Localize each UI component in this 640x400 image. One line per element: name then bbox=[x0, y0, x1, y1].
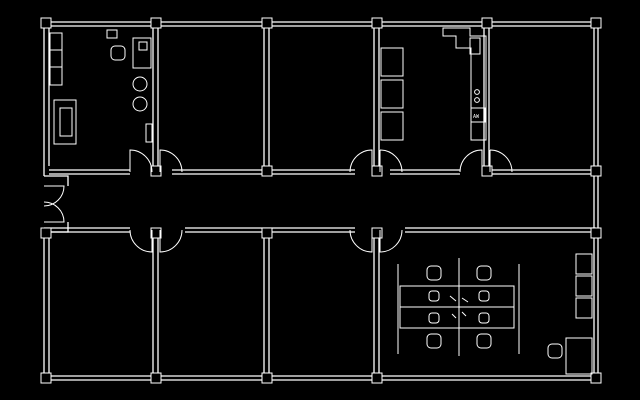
bench-seat bbox=[380, 47, 404, 77]
partition-4-upper bbox=[483, 26, 490, 170]
entry-double-door bbox=[43, 185, 65, 223]
column bbox=[481, 17, 493, 29]
side-cabinet bbox=[565, 337, 593, 375]
partition-2-upper bbox=[263, 26, 270, 170]
office-chair bbox=[428, 290, 440, 302]
bench-seat bbox=[575, 275, 593, 297]
sofa bbox=[49, 32, 63, 86]
column bbox=[590, 165, 602, 177]
partition-3-upper bbox=[373, 26, 380, 170]
office-chair bbox=[476, 265, 492, 281]
column bbox=[371, 17, 383, 29]
door-swing bbox=[459, 149, 483, 173]
column bbox=[590, 372, 602, 384]
column bbox=[261, 17, 273, 29]
kitchen-appliance bbox=[470, 107, 486, 123]
left-wall-upper bbox=[43, 22, 50, 176]
column bbox=[40, 372, 52, 384]
columns bbox=[40, 17, 602, 384]
stove-burner bbox=[474, 97, 480, 103]
office-bottom-right-furniture bbox=[397, 253, 593, 375]
stove-burner bbox=[474, 89, 480, 95]
door-swing bbox=[349, 229, 373, 253]
kitchen-appliance-label: AW bbox=[473, 114, 480, 120]
corridor-entry-frame bbox=[44, 175, 69, 233]
kitchen-counter bbox=[442, 27, 487, 141]
office-chair bbox=[478, 312, 490, 324]
column bbox=[590, 17, 602, 29]
column bbox=[261, 227, 273, 239]
side-table bbox=[145, 123, 153, 143]
office-chair bbox=[478, 290, 490, 302]
armchair bbox=[53, 99, 77, 145]
column bbox=[261, 165, 273, 177]
column bbox=[40, 227, 52, 239]
kitchen-sink bbox=[469, 37, 481, 55]
column bbox=[590, 227, 602, 239]
column bbox=[150, 227, 162, 239]
partition-2-lower bbox=[263, 232, 270, 376]
armchair-seat bbox=[59, 107, 73, 137]
door-swing bbox=[129, 229, 153, 253]
stool bbox=[132, 76, 148, 92]
door-swing bbox=[349, 149, 373, 173]
door-swing bbox=[379, 229, 403, 253]
right-wall bbox=[593, 22, 599, 380]
door-swing bbox=[489, 149, 513, 173]
partition-1-lower bbox=[152, 232, 159, 376]
doors bbox=[43, 149, 513, 253]
column bbox=[150, 17, 162, 29]
bench-seat bbox=[575, 297, 593, 319]
office-chair bbox=[110, 45, 126, 61]
column bbox=[150, 372, 162, 384]
bottom-wall bbox=[48, 375, 596, 381]
office-chair bbox=[426, 333, 442, 349]
column bbox=[150, 165, 162, 177]
storage-cabinet bbox=[106, 29, 118, 39]
door-swing bbox=[159, 229, 183, 253]
door-swing bbox=[129, 149, 153, 173]
bench-seat bbox=[380, 79, 404, 109]
desk bbox=[132, 37, 152, 69]
sofa-cushions bbox=[50, 49, 62, 68]
left-wall-lower bbox=[43, 232, 50, 380]
desk-accessory bbox=[449, 295, 469, 319]
door-swing bbox=[379, 149, 403, 173]
office-chair bbox=[426, 265, 442, 281]
corridor-south-wall bbox=[44, 227, 596, 233]
corridor-north-wall bbox=[49, 169, 596, 175]
partition-walls bbox=[152, 26, 490, 376]
door-swing bbox=[159, 149, 183, 173]
office-top-right-furniture: AW bbox=[380, 27, 487, 141]
column bbox=[371, 372, 383, 384]
stool bbox=[132, 96, 148, 112]
bench-seat bbox=[380, 111, 404, 141]
office-top-left-furniture bbox=[49, 29, 153, 145]
column bbox=[40, 17, 52, 29]
desk-divider bbox=[400, 286, 514, 328]
bench-seat bbox=[575, 253, 593, 275]
partition-3-lower bbox=[373, 232, 380, 376]
top-wall bbox=[48, 21, 596, 27]
partition-1-upper bbox=[152, 26, 159, 170]
outer-walls bbox=[43, 21, 599, 381]
office-chair bbox=[476, 333, 492, 349]
column bbox=[261, 372, 273, 384]
desk-monitor bbox=[138, 41, 148, 51]
armchair bbox=[547, 343, 563, 359]
office-chair bbox=[428, 312, 440, 324]
corridor-walls bbox=[44, 169, 596, 233]
